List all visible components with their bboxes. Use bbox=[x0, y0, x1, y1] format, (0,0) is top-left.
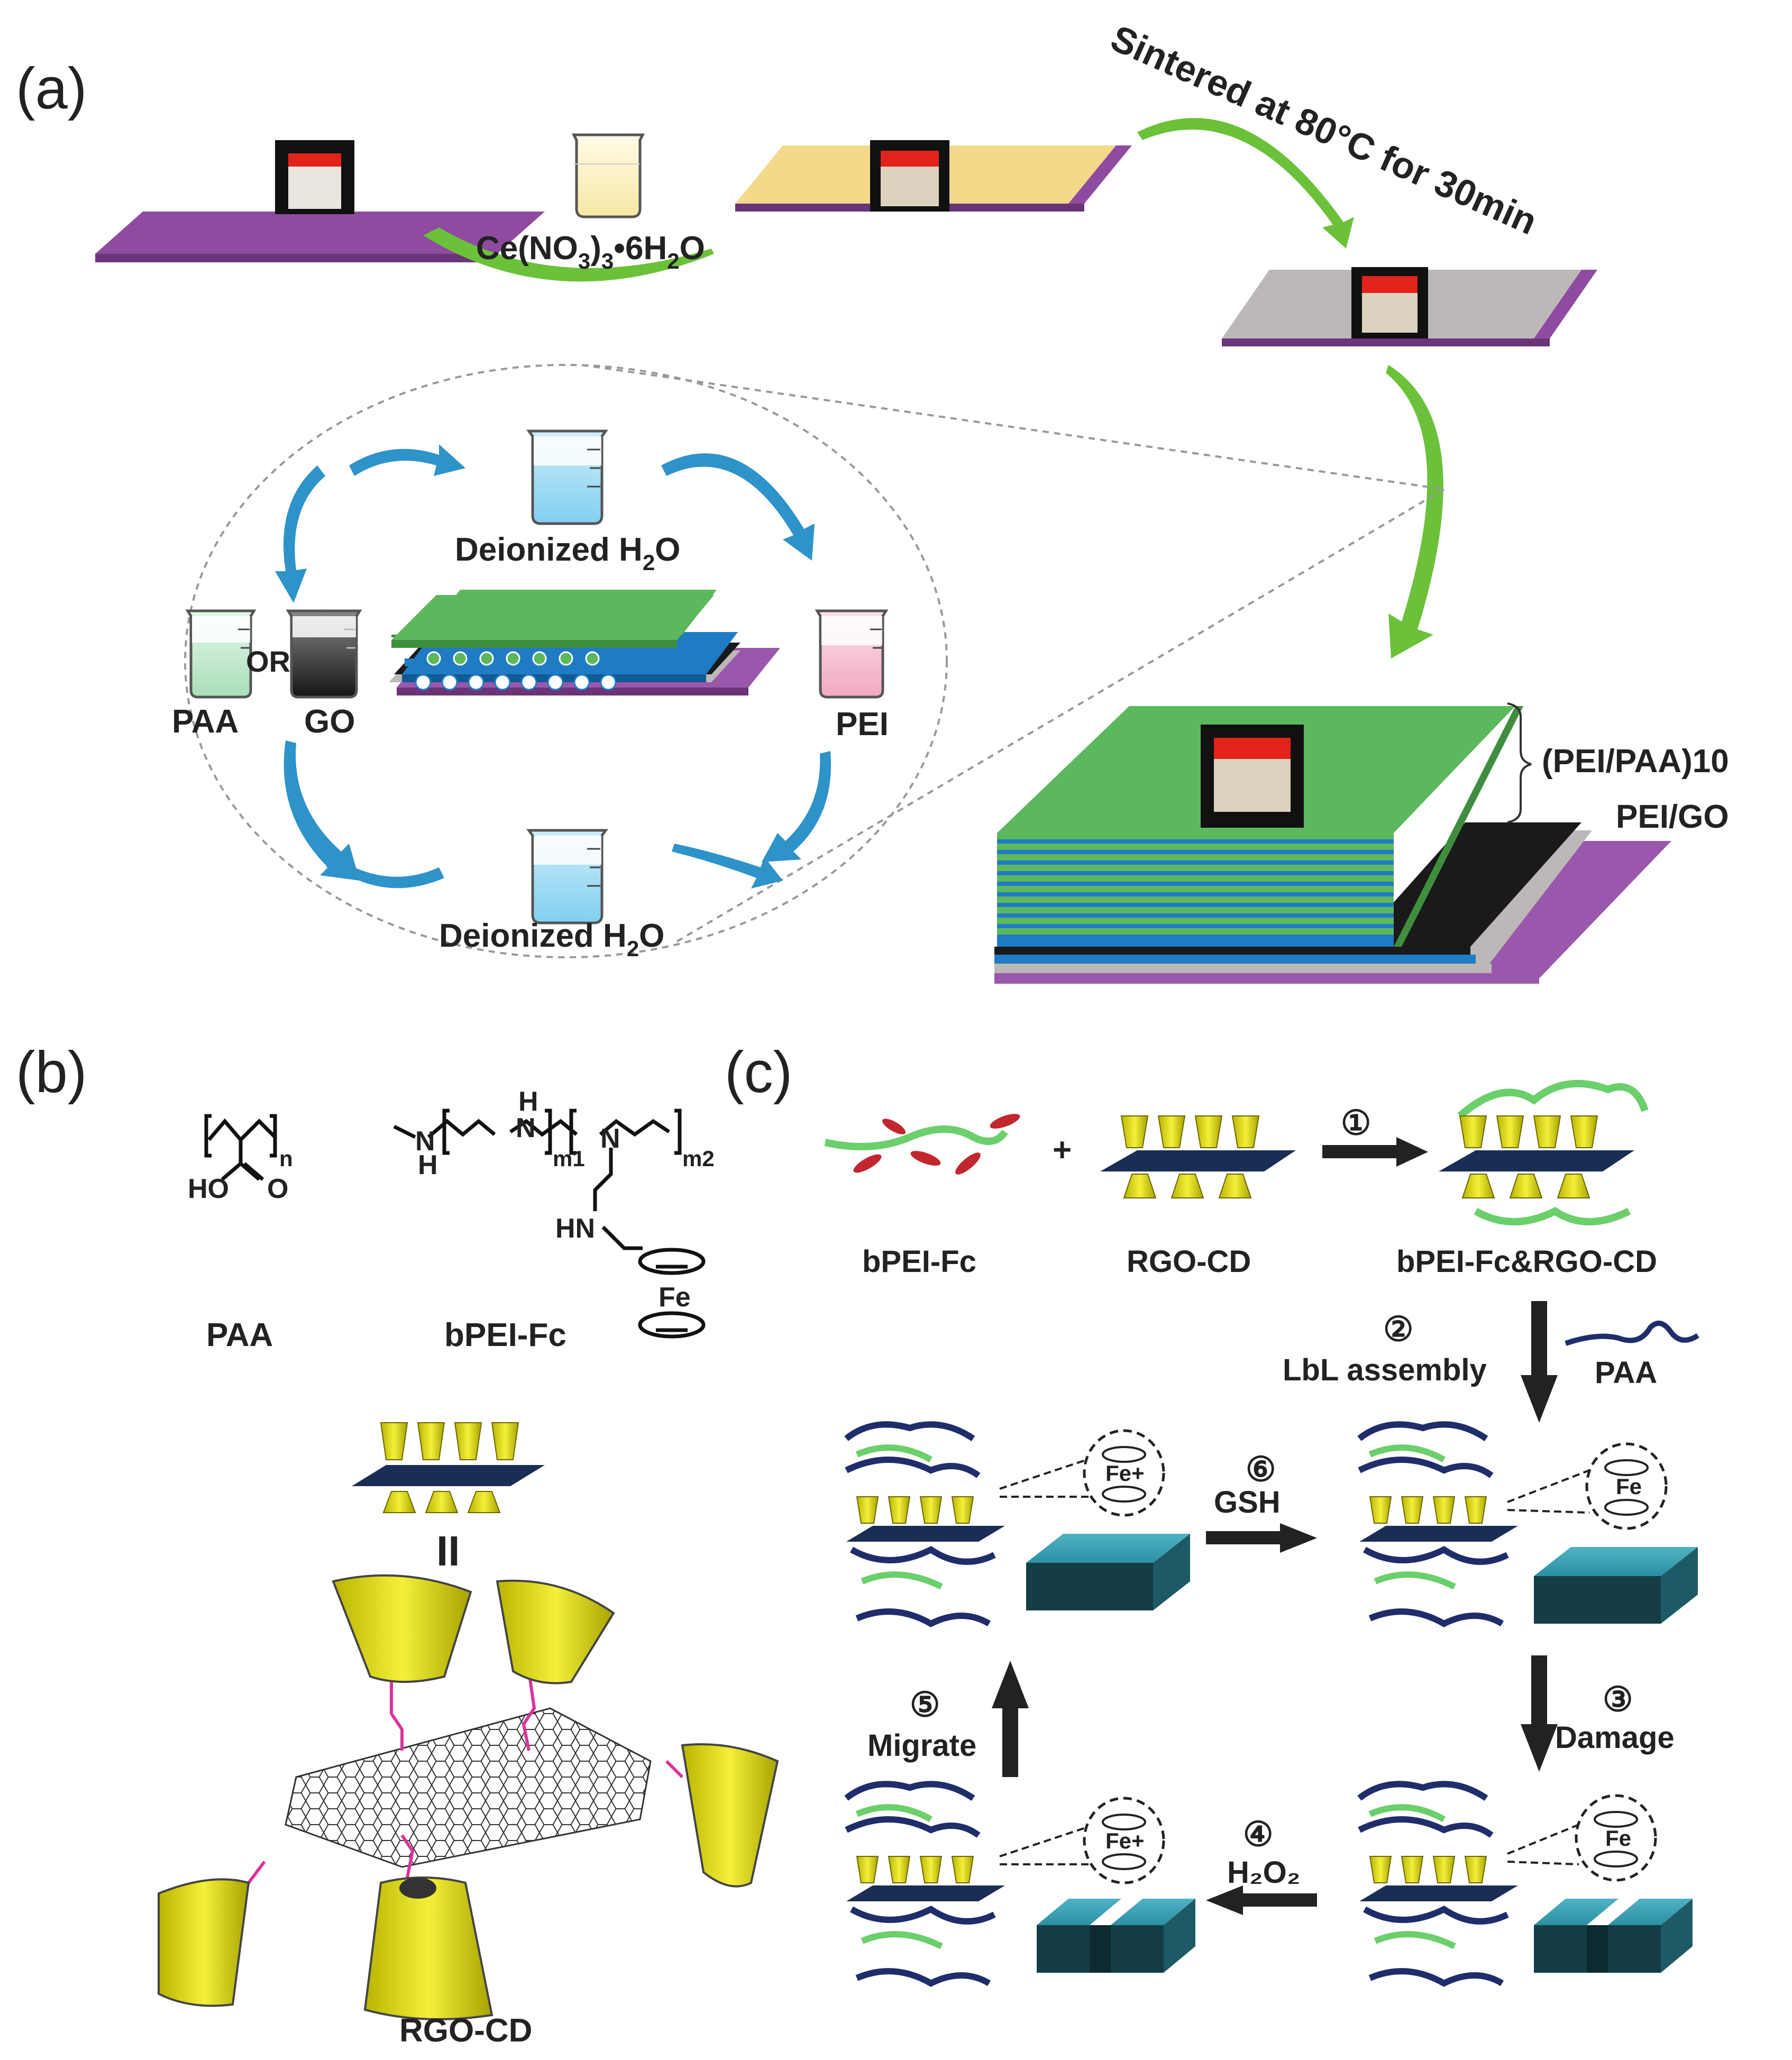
paa-n: n bbox=[279, 1146, 293, 1171]
ferrocene-bottom-icon bbox=[1507, 1794, 1657, 1882]
composite-fe-plus-top bbox=[844, 1421, 1005, 1627]
zoom-circle bbox=[184, 364, 948, 958]
bpei-m1: m1 bbox=[553, 1146, 585, 1171]
bpei-fe: Fe bbox=[659, 1282, 691, 1313]
bpei-fc-label: bPEI-Fc bbox=[862, 1244, 976, 1279]
step3-arrow bbox=[1521, 1655, 1558, 1772]
beaker-cerium-icon bbox=[571, 133, 645, 218]
bpei-n1: N bbox=[516, 1113, 536, 1143]
step3-label: Damage bbox=[1555, 1720, 1675, 1755]
step1-arrow bbox=[1322, 1137, 1428, 1167]
teal-block-top bbox=[1026, 1534, 1190, 1610]
step6-number: ⑥ bbox=[1246, 1450, 1276, 1488]
step5-label: Migrate bbox=[867, 1728, 976, 1763]
or-label: OR bbox=[246, 645, 290, 678]
step2-number: ② bbox=[1383, 1310, 1413, 1348]
substrate-purple-1 bbox=[95, 140, 545, 262]
step6-arrow bbox=[1206, 1523, 1317, 1553]
bpei-n2: N bbox=[415, 1126, 435, 1157]
plus-sign: + bbox=[1053, 1132, 1072, 1168]
water-top-label: Deionized H2O bbox=[455, 532, 680, 575]
equals-sign: II bbox=[436, 1527, 460, 1574]
rgo-cd-label: RGO-CD bbox=[1127, 1244, 1251, 1279]
paa-label: PAA bbox=[172, 703, 239, 740]
complex-structure bbox=[1439, 1079, 1649, 1225]
bpei-hn: HN bbox=[555, 1213, 595, 1244]
stack-sample-photo bbox=[1201, 725, 1304, 828]
composite-fe-bottom bbox=[1357, 1781, 1518, 1987]
beaker-water-bottom-icon bbox=[526, 829, 608, 924]
beaker-go-icon bbox=[286, 609, 362, 699]
composite-fe-plus-bottom bbox=[844, 1781, 1005, 1987]
paa-name: PAA bbox=[206, 1317, 273, 1353]
cycle-arrows bbox=[275, 444, 831, 889]
go-sheet-edge bbox=[391, 640, 677, 648]
rgo-cd-structure bbox=[158, 1574, 779, 2020]
paa-c-label: PAA bbox=[1595, 1356, 1657, 1390]
composite-fe-top bbox=[1357, 1421, 1518, 1627]
water-bottom-label: Deionized H2O bbox=[439, 918, 664, 961]
arrow-sinter bbox=[1137, 117, 1354, 249]
arrow-ce-dip bbox=[423, 227, 714, 282]
step4-label: H₂O₂ bbox=[1227, 1855, 1301, 1890]
teal-block-damaged-left bbox=[1037, 1899, 1195, 1973]
ferrocenium-top-icon bbox=[999, 1429, 1165, 1517]
fe-plus-top: Fe+ bbox=[1105, 1461, 1145, 1486]
bpei-fc-polymer bbox=[824, 1114, 1020, 1175]
step5-arrow bbox=[992, 1661, 1029, 1777]
beaker-water-top-icon bbox=[526, 429, 608, 525]
bpei-m2: m2 bbox=[682, 1146, 715, 1171]
panel-c-label: (c) bbox=[725, 1040, 792, 1105]
stack-label-2: PEI/GO bbox=[1616, 799, 1729, 835]
substrate-yellow bbox=[735, 140, 1132, 212]
bpei-n3: N bbox=[600, 1123, 620, 1154]
complex-label: bPEI-Fc&RGO-CD bbox=[1396, 1244, 1657, 1279]
go-sheet-top bbox=[391, 595, 714, 640]
rgo-cd-icon bbox=[352, 1422, 545, 1513]
arrow-to-lbl bbox=[1386, 365, 1443, 658]
ferrocenium-bottom-icon bbox=[999, 1797, 1165, 1884]
cerium-label: Ce(NO3)3•6H2O bbox=[476, 230, 705, 273]
fe-bottom: Fe bbox=[1605, 1826, 1631, 1851]
fe-top: Fe bbox=[1616, 1474, 1642, 1499]
pei-label: PEI bbox=[836, 706, 889, 743]
paa-o: O bbox=[267, 1174, 288, 1204]
teal-block-damaged-right bbox=[1534, 1899, 1693, 1973]
bpei-h1: H bbox=[518, 1086, 538, 1117]
charge-dots bbox=[415, 651, 617, 691]
paa-chain-icon bbox=[1565, 1321, 1699, 1346]
go-label: GO bbox=[304, 703, 355, 740]
rgo-name: RGO-CD bbox=[399, 2012, 532, 2049]
step5-number: ⑤ bbox=[910, 1686, 940, 1724]
beaker-pei-icon bbox=[815, 609, 889, 699]
panel-b-label: (b) bbox=[16, 1040, 87, 1105]
ferrocene-top-icon bbox=[1507, 1442, 1668, 1530]
step4-number: ④ bbox=[1243, 1815, 1273, 1853]
paa-structure bbox=[204, 1114, 277, 1181]
stack-brace bbox=[1507, 702, 1532, 823]
step4-arrow bbox=[1206, 1885, 1317, 1915]
substrate-grey bbox=[1222, 267, 1597, 346]
bpei-fc-structure bbox=[393, 1109, 706, 1339]
bpei-name: bPEI-Fc bbox=[444, 1317, 566, 1353]
beaker-paa-icon bbox=[185, 609, 257, 699]
step2-label: LbL assembly bbox=[1283, 1353, 1487, 1387]
rgo-cd-sheet bbox=[1100, 1115, 1296, 1198]
fe-plus-bottom: Fe+ bbox=[1105, 1828, 1145, 1853]
step1-number: ① bbox=[1341, 1104, 1371, 1142]
zoom-line-bottom bbox=[676, 488, 1445, 942]
bpei-h2: H bbox=[418, 1150, 438, 1180]
panel-a-label: (a) bbox=[16, 56, 87, 121]
step3-number: ③ bbox=[1603, 1680, 1633, 1718]
stack-label-1: (PEI/PAA)10 bbox=[1542, 743, 1729, 780]
zoom-line-top bbox=[581, 364, 1444, 490]
paa-ho: HO bbox=[188, 1174, 229, 1204]
teal-block-top-right bbox=[1534, 1547, 1698, 1624]
step2-arrow bbox=[1521, 1301, 1558, 1423]
step6-label: GSH bbox=[1214, 1485, 1281, 1519]
